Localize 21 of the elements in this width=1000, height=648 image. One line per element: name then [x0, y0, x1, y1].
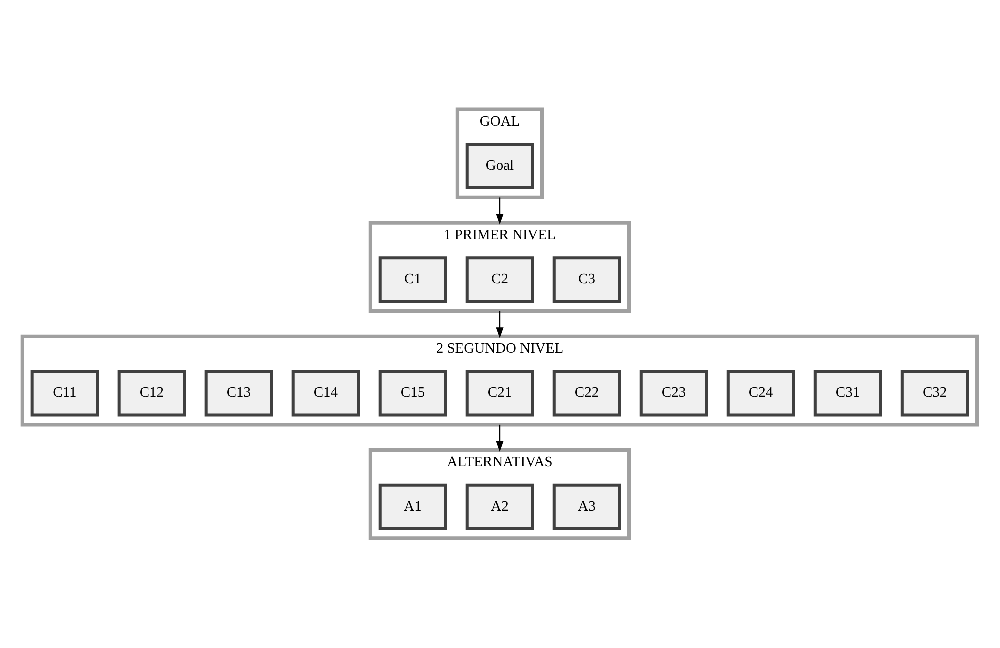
node-box: A3	[552, 484, 622, 530]
arrow	[496, 198, 504, 225]
node-box: C2	[466, 256, 534, 304]
node-box: C21	[466, 370, 534, 417]
node-box: A1	[378, 484, 448, 530]
node-box: C14	[292, 370, 360, 417]
node-box: C12	[118, 370, 186, 417]
node-box: C31	[814, 370, 882, 417]
node-box: C22	[552, 370, 622, 417]
arrow	[496, 424, 504, 452]
node-box: C13	[204, 370, 274, 417]
node-box: C32	[900, 370, 970, 417]
node-box: C23	[640, 370, 708, 417]
node-box: A2	[466, 484, 534, 530]
node-box: C11	[30, 370, 100, 417]
node-box: C24	[726, 370, 796, 417]
node-box: C15	[378, 370, 448, 417]
node-box: Goal	[466, 143, 534, 190]
arrow	[496, 311, 504, 339]
node-box: C1	[378, 256, 448, 304]
node-box: C3	[552, 256, 622, 304]
